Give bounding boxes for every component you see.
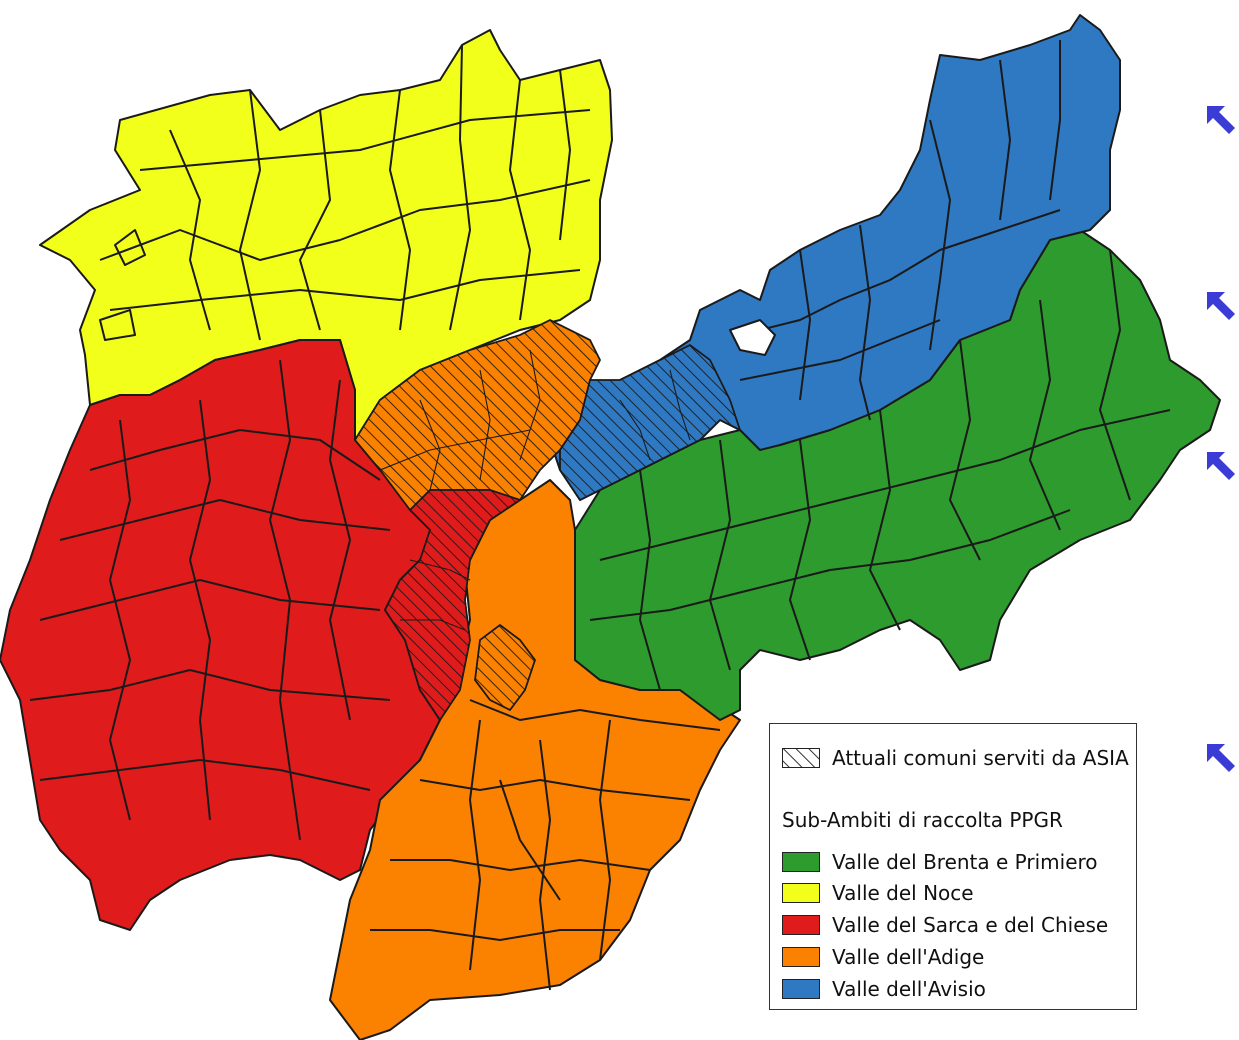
- legend-hatch-label: Attuali comuni serviti da ASIA: [832, 746, 1129, 770]
- legend-item-label: Valle dell'Avisio: [832, 977, 986, 1001]
- legend-swatch: [782, 883, 820, 903]
- legend-heading: Sub-Ambiti di raccolta PPGR: [782, 808, 1063, 832]
- hatch-swatch: [782, 748, 820, 768]
- legend-swatch: [782, 947, 820, 967]
- legend-item-label: Valle del Sarca e del Chiese: [832, 913, 1109, 937]
- legend-item-label: Valle del Noce: [832, 881, 974, 905]
- asia-hatched-areas: [354, 319, 742, 722]
- legend-item: Valle dell'Adige: [782, 945, 984, 969]
- arrow-up-left-icon: [1207, 452, 1235, 480]
- region-valle-del-brenta-e-primiero[interactable]: [574, 229, 1221, 721]
- legend-item: Valle dell'Avisio: [782, 977, 986, 1001]
- legend-item-label: Valle del Brenta e Primiero: [832, 850, 1098, 874]
- map-legend: Attuali comuni serviti da ASIA Sub-Ambit…: [769, 723, 1137, 1010]
- legend-swatch: [782, 979, 820, 999]
- legend-item-label: Valle dell'Adige: [832, 945, 985, 969]
- legend-item: Valle del Sarca e del Chiese: [782, 913, 1108, 937]
- legend-swatch: [782, 915, 820, 935]
- legend-item: Valle del Noce: [782, 881, 974, 905]
- arrow-up-left-icon: [1207, 292, 1235, 320]
- legend-item: Valle del Brenta e Primiero: [782, 850, 1098, 874]
- legend-swatch: [782, 852, 820, 872]
- arrow-up-left-icon: [1207, 106, 1235, 134]
- arrow-up-left-icon: [1207, 744, 1235, 772]
- legend-row-hatch: Attuali comuni serviti da ASIA: [782, 746, 1129, 770]
